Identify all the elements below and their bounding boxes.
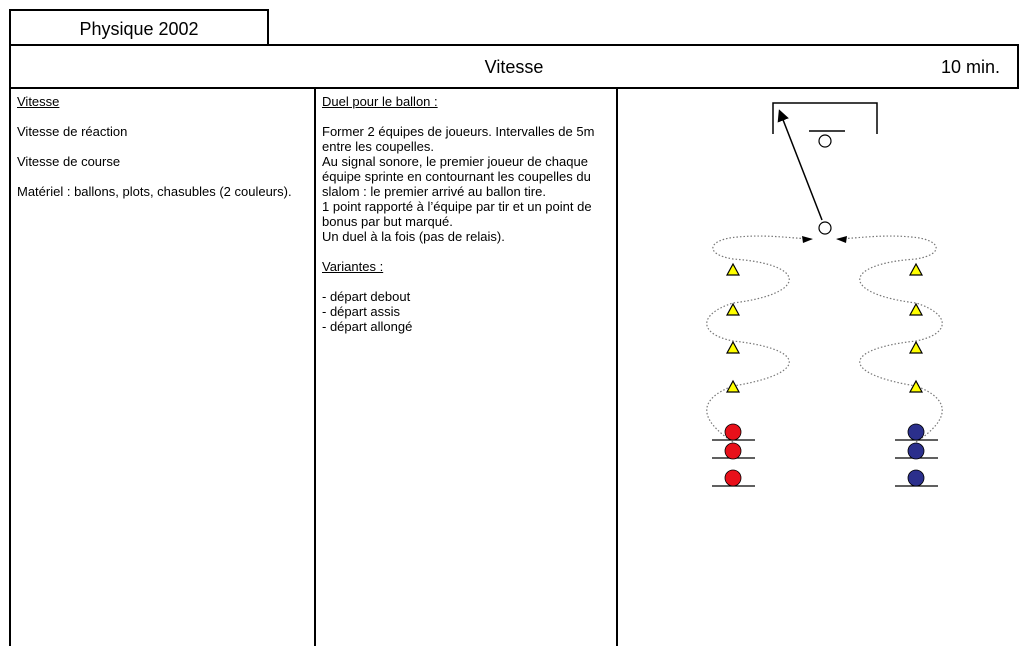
- sheet-tab: Physique 2002: [9, 9, 269, 46]
- diagram-column: [616, 89, 1019, 646]
- sheet-tab-label: Physique 2002: [79, 19, 199, 39]
- exercise-title: Vitesse: [484, 57, 544, 77]
- drill-diagram: [706, 102, 943, 487]
- blue-player-icon: [907, 423, 925, 441]
- ball-icon: [818, 221, 832, 235]
- red-player-icon: [724, 423, 742, 441]
- cone-icon: [725, 379, 741, 393]
- description-heading: Duel pour le ballon :: [322, 94, 438, 109]
- blue-player-icon: [907, 469, 925, 487]
- material-text: Matériel : ballons, plots, chasubles (2 …: [17, 184, 292, 199]
- objective-course: Vitesse de course: [17, 154, 121, 169]
- description-line-2: Au signal sonore, le premier joueur de c…: [322, 154, 591, 199]
- cone-icon: [725, 302, 741, 316]
- variant-item: - départ debout: [322, 289, 411, 304]
- red-player-icon: [724, 442, 742, 460]
- left-run-path: [706, 235, 814, 443]
- objectives-heading: Vitesse: [17, 94, 60, 109]
- right-run-path: [835, 235, 943, 443]
- exercise-title-bar: Vitesse 10 min.: [9, 44, 1019, 89]
- description-line-3: 1 point rapporté à l’équipe par tir et u…: [322, 199, 592, 229]
- cone-icon: [725, 262, 741, 276]
- description-line-1: Former 2 équipes de joueurs. Intervalles…: [322, 124, 595, 154]
- blue-player-icon: [907, 442, 925, 460]
- variant-item: - départ assis: [322, 304, 401, 319]
- exercise-duration: 10 min.: [940, 57, 1000, 77]
- shot-arrow-icon: [777, 109, 823, 221]
- description-line-4: Un duel à la fois (pas de relais).: [322, 229, 505, 244]
- arrow-left-icon: [802, 236, 813, 243]
- objectives-column: Vitesse Vitesse de réaction Vitesse de c…: [9, 89, 314, 646]
- cone-icon: [908, 340, 924, 354]
- objective-reaction: Vitesse de réaction: [17, 124, 128, 139]
- cone-icon: [908, 262, 924, 276]
- goal-frame: [772, 102, 878, 134]
- cone-icon: [725, 340, 741, 354]
- goal-ball-icon: [818, 134, 832, 148]
- cone-icon: [908, 379, 924, 393]
- description-column: Duel pour le ballon : Former 2 équipes d…: [314, 89, 618, 646]
- variant-item: - départ allongé: [322, 319, 413, 334]
- arrow-right-icon: [836, 236, 847, 243]
- cone-icon: [908, 302, 924, 316]
- variants-heading: Variantes :: [322, 259, 384, 274]
- red-player-icon: [724, 469, 742, 487]
